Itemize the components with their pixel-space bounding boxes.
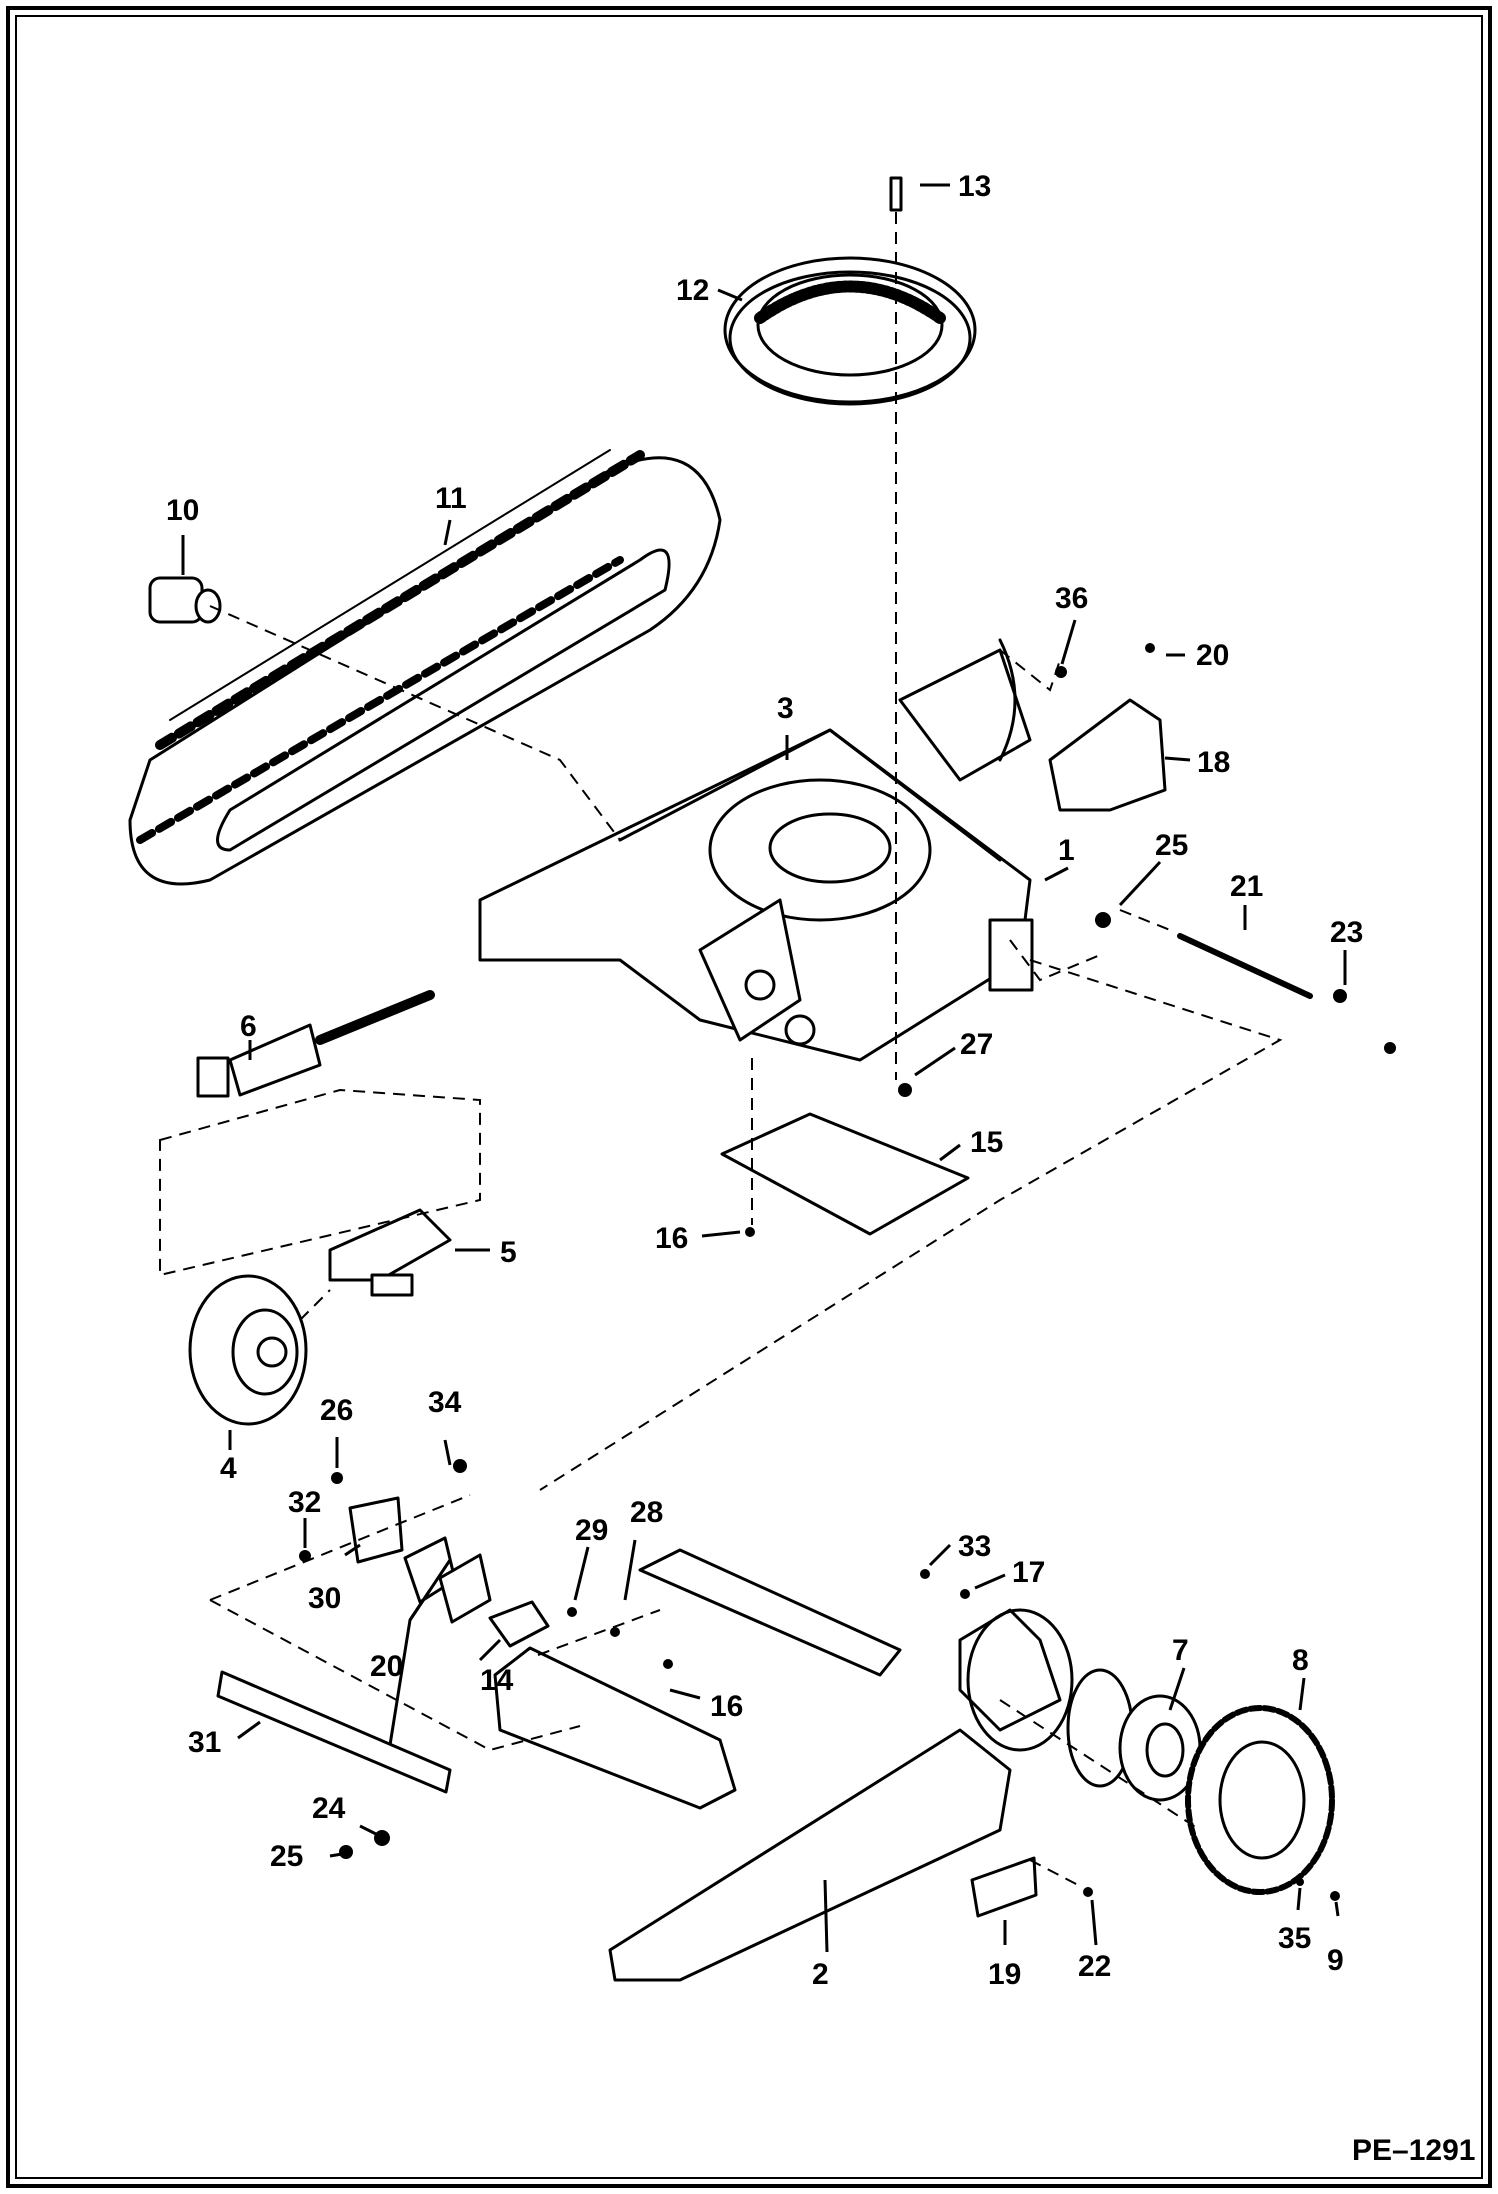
callout-11: 11 bbox=[435, 482, 467, 515]
callout-35: 35 bbox=[1278, 1922, 1311, 1955]
part-18-cover bbox=[1048, 698, 1167, 812]
callout-3: 3 bbox=[777, 692, 794, 725]
callout-28: 28 bbox=[630, 1496, 663, 1529]
callout-16-low: 16 bbox=[710, 1690, 743, 1723]
diagram-border bbox=[6, 6, 1492, 2188]
callout-7: 7 bbox=[1172, 1634, 1189, 1667]
callout-31: 31 bbox=[188, 1726, 221, 1759]
part-11-rubber-track bbox=[128, 449, 722, 886]
callout-2: 2 bbox=[812, 1958, 829, 1991]
callout-20-low: 22 bbox=[1078, 1950, 1111, 1983]
hardware-small-parts bbox=[299, 643, 1396, 1901]
callout-21: 21 bbox=[1230, 870, 1263, 903]
callout-36: 36 bbox=[1055, 582, 1088, 615]
callout-18: 18 bbox=[1197, 746, 1230, 779]
part-15-plate bbox=[720, 1112, 970, 1236]
callout-25-top: 25 bbox=[1155, 829, 1188, 862]
callout-4: 4 bbox=[220, 1452, 237, 1485]
assembly-lines bbox=[159, 212, 1283, 1887]
callout-labels: 13 12 10 11 36 20 3 18 1 25 21 23 6 27 1… bbox=[166, 170, 1363, 1991]
part-13-bolt bbox=[889, 176, 903, 212]
callout-5: 5 bbox=[500, 1236, 517, 1269]
part-4-idler bbox=[188, 1274, 308, 1426]
part-2-track-frame bbox=[493, 1548, 1074, 1982]
callout-17: 17 bbox=[1012, 1556, 1045, 1589]
callout-34: 34 bbox=[428, 1386, 462, 1419]
part-19-cover bbox=[970, 1856, 1038, 1918]
callout-26: 26 bbox=[320, 1394, 353, 1427]
callout-24: 24 bbox=[312, 1792, 346, 1825]
callout-9: 9 bbox=[1327, 1944, 1344, 1977]
part-22-brackets bbox=[403, 1536, 492, 1624]
part-31-strip bbox=[216, 1670, 452, 1794]
callout-23: 23 bbox=[1330, 916, 1363, 949]
part-8-sprocket bbox=[1185, 1705, 1335, 1895]
part-3-frame bbox=[478, 638, 1032, 1062]
callout-33: 33 bbox=[958, 1530, 991, 1563]
part-1-frame-bracket bbox=[988, 918, 1034, 992]
leader-lines bbox=[181, 183, 1347, 1953]
callout-6: 6 bbox=[240, 1010, 257, 1043]
part-6-track-adjuster bbox=[196, 990, 435, 1098]
callout-14: 14 bbox=[480, 1664, 514, 1697]
part-14-plate bbox=[488, 1600, 550, 1648]
callout-20-top: 20 bbox=[1196, 639, 1229, 672]
callout-30: 30 bbox=[308, 1582, 341, 1615]
callout-1: 1 bbox=[1058, 834, 1075, 867]
part-5-bracket bbox=[328, 1208, 452, 1297]
figure-code: PE–1291 bbox=[1352, 2134, 1475, 2167]
callout-19: 19 bbox=[988, 1958, 1021, 1991]
callout-27: 27 bbox=[960, 1028, 993, 1061]
callout-22: 20 bbox=[370, 1650, 403, 1683]
part-30-plate bbox=[348, 1496, 404, 1564]
part-12-swing-bearing bbox=[723, 256, 977, 406]
callout-12: 12 bbox=[676, 274, 709, 307]
callout-16-mid: 16 bbox=[655, 1222, 688, 1255]
part-7-drive-motor bbox=[1066, 1668, 1202, 1802]
callout-25-low: 25 bbox=[270, 1840, 303, 1873]
callout-8: 8 bbox=[1292, 1644, 1309, 1677]
callout-10: 10 bbox=[166, 494, 199, 527]
callout-15: 15 bbox=[970, 1126, 1003, 1159]
part-10-track-roller bbox=[148, 576, 222, 624]
callout-32: 32 bbox=[288, 1486, 321, 1519]
callout-13: 13 bbox=[958, 170, 991, 203]
part-21-rod bbox=[1177, 933, 1313, 999]
diagram-border-inner bbox=[15, 15, 1483, 2179]
callout-29: 29 bbox=[575, 1514, 608, 1547]
